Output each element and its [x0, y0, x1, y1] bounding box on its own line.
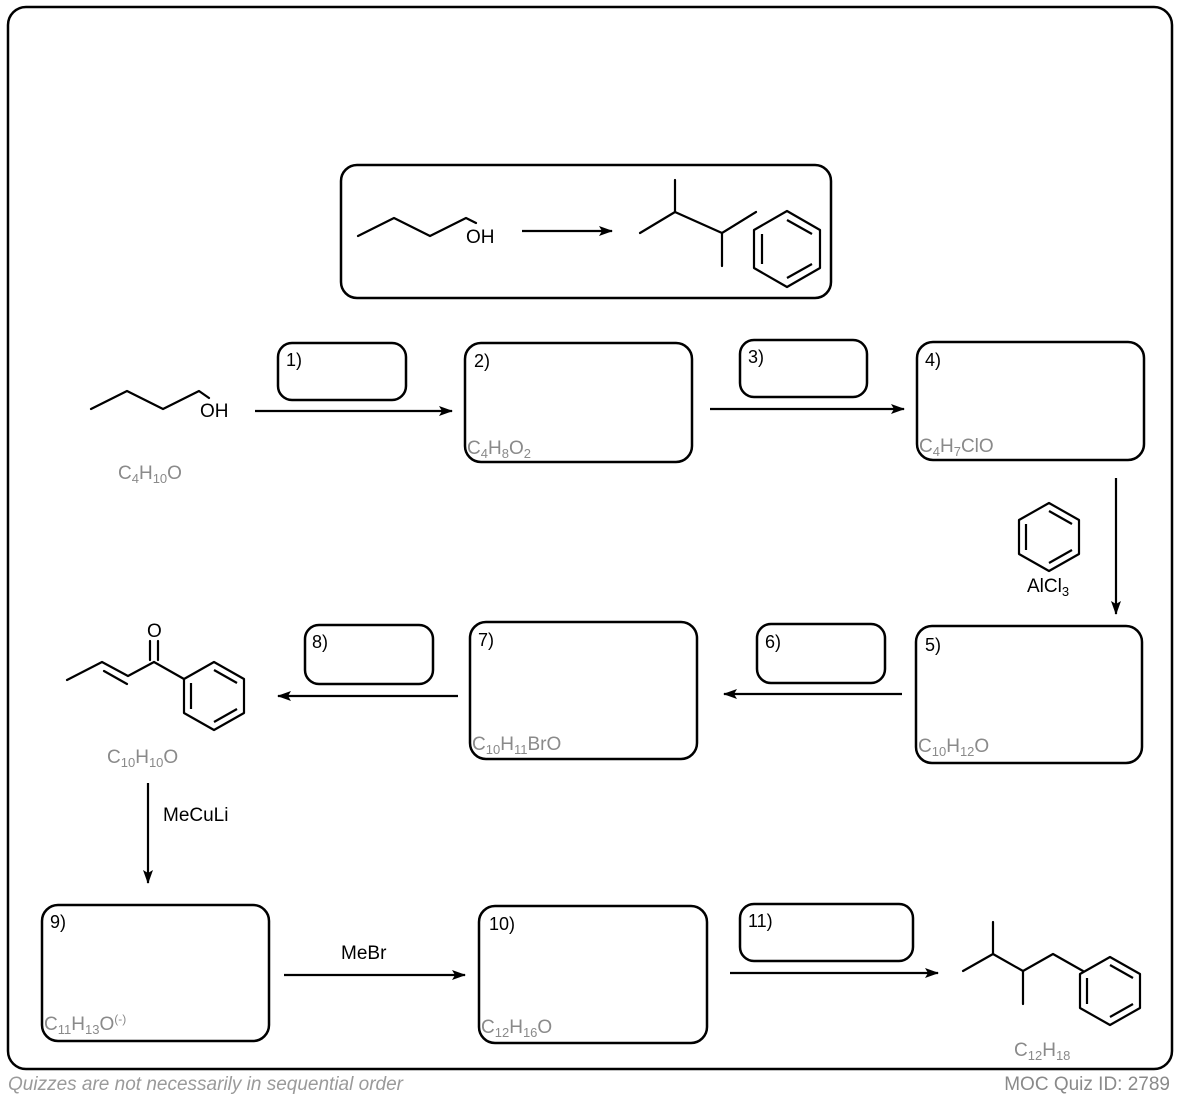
enone-carbonyl-o-label: O — [147, 621, 162, 642]
enone-benzene-ring — [182, 660, 246, 732]
product-box-2[interactable] — [463, 341, 694, 464]
step-label-2: 2) — [474, 351, 491, 371]
reagent-meculi: MeCuLi — [163, 805, 229, 826]
summary-box — [339, 163, 833, 300]
step-label-4: 4) — [925, 350, 942, 370]
step-label-10: 10) — [489, 914, 516, 934]
product-box-4[interactable] — [915, 340, 1146, 462]
step-label-1: 1) — [286, 350, 303, 370]
footer-quiz-id: MOC Quiz ID: 2789 — [1004, 1074, 1170, 1095]
reagent-alcl3: AlCl3 — [1027, 576, 1070, 599]
formula-box-2: C4H8O2 — [467, 438, 531, 461]
start-oh-label: OH — [200, 401, 229, 422]
reagent-box-8[interactable] — [303, 623, 435, 686]
reagent-box-11[interactable] — [738, 902, 915, 963]
step-label-5: 5) — [925, 635, 942, 655]
benzene-reagent-structure — [1017, 501, 1081, 573]
formula-box-9: C11H13O(-) — [44, 1012, 127, 1037]
enone-structure — [65, 639, 186, 686]
formula-box-10: C12H16O — [481, 1017, 553, 1040]
step-label-7: 7) — [478, 630, 495, 650]
summary-benzene-ring — [752, 209, 822, 289]
formula-enone: C10H10O — [107, 747, 179, 770]
outer-frame — [6, 5, 1174, 1071]
reagent-box-1[interactable] — [276, 341, 408, 402]
formula-box-5: C10H12O — [918, 736, 990, 759]
footer-note: Quizzes are not necessarily in sequentia… — [8, 1074, 403, 1095]
start-butanol-structure — [89, 389, 211, 411]
product-box-5[interactable] — [914, 624, 1144, 765]
product-box-9[interactable] — [40, 903, 271, 1043]
reagent-box-6[interactable] — [755, 622, 887, 685]
reagent-mebr: MeBr — [341, 943, 387, 964]
summary-ch2-to-ring-bond — [754, 212, 756, 230]
formula-start: C4H10O — [118, 463, 182, 486]
summary-oh-label: OH — [466, 227, 495, 248]
product-box-10[interactable] — [477, 904, 709, 1045]
step-label-11: 11) — [748, 911, 773, 931]
step-label-3: 3) — [748, 347, 765, 367]
product-box-7[interactable] — [468, 620, 699, 761]
final-benzene-ring — [1078, 955, 1142, 1027]
formula-box-7: C10H11BrO — [472, 734, 562, 757]
step-label-9: 9) — [50, 912, 67, 932]
final-product-structure — [961, 920, 1085, 1006]
formula-final: C12H18 — [1014, 1040, 1071, 1063]
summary-product-structure — [638, 178, 758, 268]
formula-box-4: C4H7ClO — [919, 436, 994, 459]
step-label-8: 8) — [312, 632, 329, 652]
reagent-box-3[interactable] — [738, 338, 869, 399]
summary-butanol-structure — [356, 216, 478, 238]
step-label-6: 6) — [765, 632, 782, 652]
